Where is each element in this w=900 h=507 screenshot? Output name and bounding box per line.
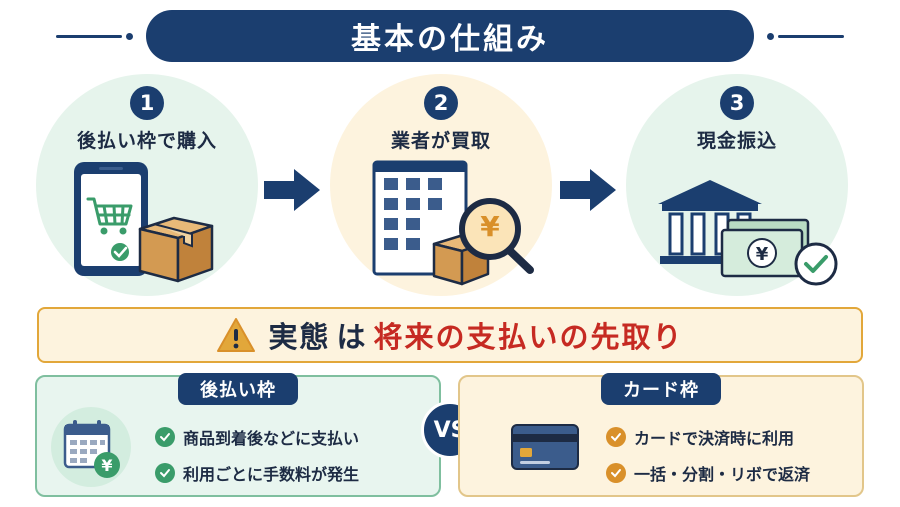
step-3-label: 現金振込	[696, 130, 777, 152]
warning-text-part2: は	[336, 320, 368, 354]
svg-text:¥: ¥	[101, 456, 112, 475]
deferred-payment-list: 商品到着後などに支払い 利用ごとに手数料が発生	[155, 419, 359, 491]
step-3: 3 現金振込 ¥	[626, 74, 848, 296]
list-item-label: 商品到着後などに支払い	[183, 429, 360, 448]
arrow-right-icon	[264, 169, 320, 211]
warning-text-part1: 実態	[268, 320, 331, 354]
step-1-label: 後払い枠で購入	[76, 130, 217, 152]
warning-banner: 実態は将来の支払いの先取り	[37, 307, 863, 363]
check-icon	[606, 463, 626, 483]
check-icon	[155, 463, 175, 483]
title-banner: 基本の仕組み	[146, 10, 754, 62]
deferred-payment-panel: 後払い枠 ¥ 商品到着後などに支払い 利用ごとに手数	[35, 373, 441, 497]
page-title: 基本の仕組み	[351, 22, 549, 57]
title-line-right	[778, 35, 844, 38]
step-2: 2 業者が買取 ¥	[330, 74, 552, 296]
warning-text-part3: 将来の支払いの先取り	[373, 320, 684, 354]
title-dot-left	[126, 33, 133, 40]
title-dot-right	[767, 33, 774, 40]
step-1-number: 1	[130, 86, 164, 120]
list-item: 一括・分割・リボで返済	[606, 455, 810, 491]
list-item: 商品到着後などに支払い	[155, 419, 359, 455]
list-item: カードで決済時に利用	[606, 419, 810, 455]
list-item-label: カードで決済時に利用	[634, 429, 795, 448]
card-limit-list: カードで決済時に利用 一括・分割・リボで返済	[606, 419, 810, 491]
bank-money-icon: ¥	[658, 180, 838, 286]
warning-icon	[217, 318, 256, 352]
check-icon	[606, 427, 626, 447]
step-3-number: 3	[720, 86, 754, 120]
step-2-number: 2	[424, 86, 458, 120]
card-limit-panel: カード枠 カードで決済時に利用 一括・分割・リボで返済	[458, 373, 864, 497]
card-limit-panel-title: カード枠	[601, 373, 721, 405]
deferred-payment-panel-title: 後払い枠	[178, 373, 298, 405]
arrow-right-icon	[560, 169, 616, 211]
yen-symbol: ¥	[480, 210, 500, 243]
credit-card-icon	[511, 424, 579, 470]
list-item: 利用ごとに手数料が発生	[155, 455, 359, 491]
smartphone-cart-icon	[74, 162, 214, 283]
list-item-label: 一括・分割・リボで返済	[634, 465, 811, 484]
check-icon	[155, 427, 175, 447]
title-line-left	[56, 35, 122, 38]
step-1: 1 後払い枠で購入	[36, 74, 258, 296]
building-magnifier-icon	[372, 160, 534, 286]
svg-text:¥: ¥	[756, 244, 769, 265]
calendar-yen-icon: ¥	[63, 420, 120, 478]
calendar-icon-background: ¥	[51, 407, 131, 487]
list-item-label: 利用ごとに手数料が発生	[183, 465, 360, 484]
step-2-label: 業者が買取	[390, 130, 491, 152]
warning-text: 実態は将来の支払いの先取り	[268, 314, 683, 356]
